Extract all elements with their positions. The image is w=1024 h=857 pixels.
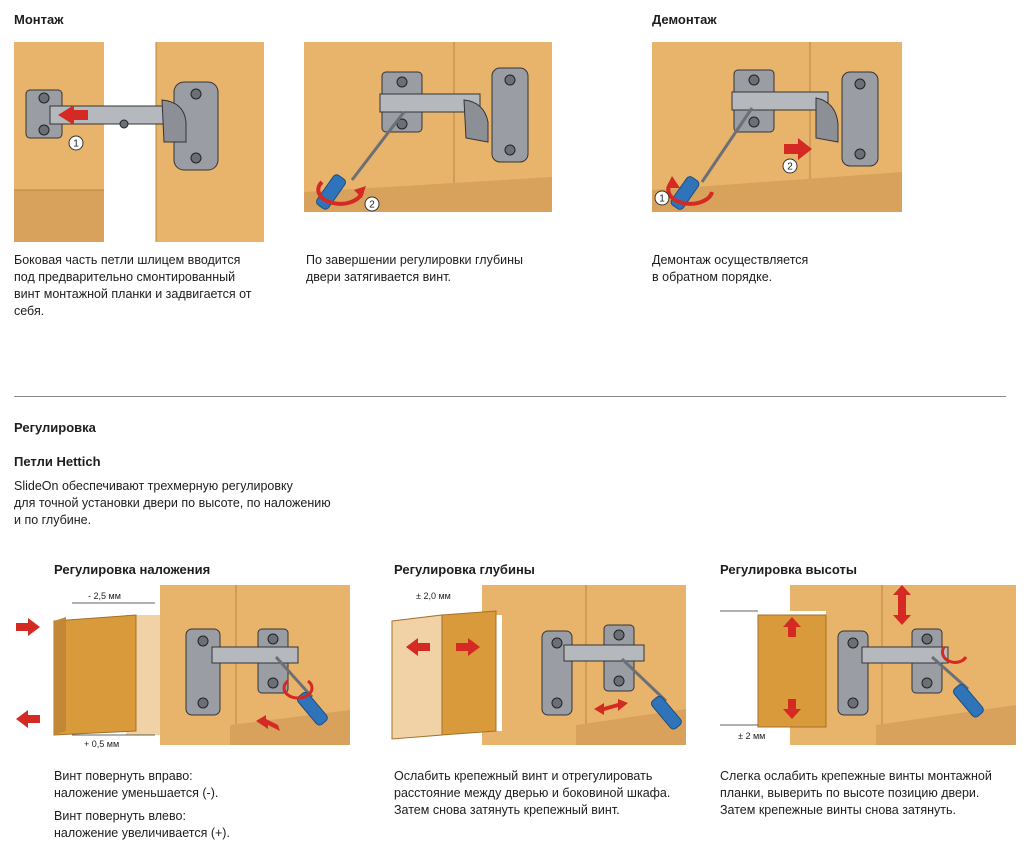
mount-step1-number: 1 xyxy=(73,139,79,150)
adjust-subtitle: Петли Hettich xyxy=(14,454,101,469)
overlay-illustration: - 2,5 мм + 0,5 мм xyxy=(10,585,350,755)
overlay-title: Регулировка наложения xyxy=(54,562,211,577)
depth-range-label: ± 2,0 мм xyxy=(416,591,451,601)
mount-text-1: Боковая часть петли шлицем вводится под … xyxy=(14,253,252,318)
dismount-step2-number: 2 xyxy=(787,162,793,173)
adjust-title: Регулировка xyxy=(14,420,96,435)
overlay-text-b: Винт повернуть влево: наложение увеличив… xyxy=(54,809,230,840)
depth-title: Регулировка глубины xyxy=(394,562,535,577)
overlay-plus-label: + 0,5 мм xyxy=(84,739,119,749)
height-text: Слегка ослабить крепежные винты монтажно… xyxy=(720,769,992,817)
overlay-minus-label: - 2,5 мм xyxy=(88,591,121,601)
height-range-label: ± 2 мм xyxy=(738,731,765,741)
dismount-title: Демонтаж xyxy=(652,12,717,27)
height-illustration: ± 2 мм xyxy=(716,585,1016,755)
mount-text-2: По завершении регулировки глубины двери … xyxy=(306,253,523,284)
section-divider xyxy=(14,396,1006,397)
mount-step1-illustration: 1 xyxy=(14,42,264,242)
overlay-text-a: Винт повернуть вправо: наложение уменьша… xyxy=(54,769,219,800)
dismount-step1-number: 1 xyxy=(659,194,665,205)
mount-step2-number: 2 xyxy=(369,200,375,211)
height-title: Регулировка высоты xyxy=(720,562,857,577)
adjust-intro: SlideOn обеспечивают трехмерную регулиро… xyxy=(14,479,331,527)
depth-text: Ослабить крепежный винт и отрегулировать… xyxy=(394,769,671,817)
mount-title: Монтаж xyxy=(14,12,64,27)
dismount-text: Демонтаж осуществляется в обратном поряд… xyxy=(652,253,809,284)
mount-step2-illustration: 2 xyxy=(304,42,552,212)
depth-illustration: ± 2,0 мм xyxy=(386,585,686,755)
dismount-illustration: 2 1 xyxy=(652,42,902,212)
